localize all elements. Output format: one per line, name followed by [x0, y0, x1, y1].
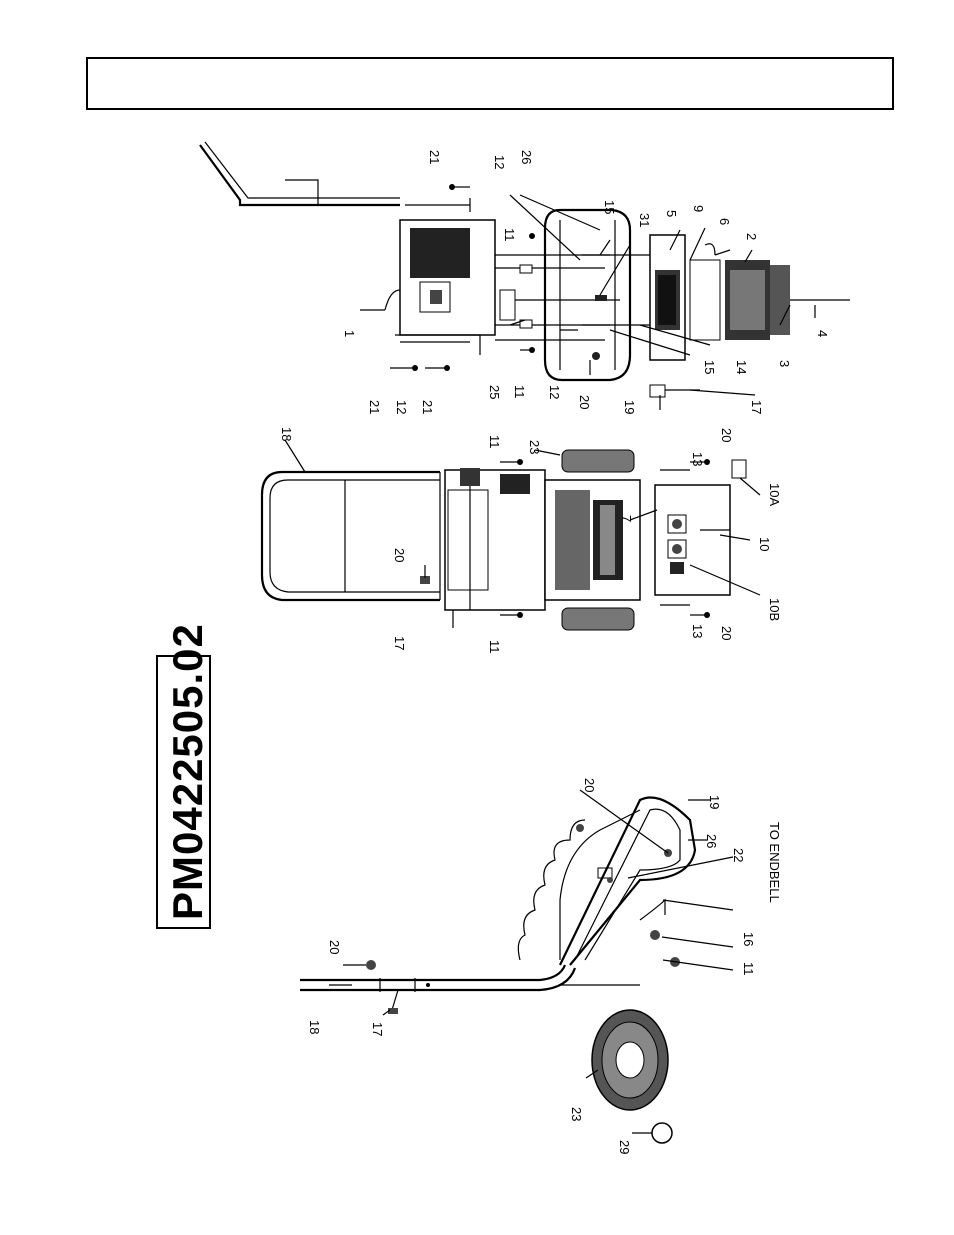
label-23m: 23: [527, 440, 542, 454]
label-6: 6: [717, 218, 732, 225]
label-23: 23: [569, 1107, 584, 1121]
label-17m: 17: [392, 636, 407, 650]
label-3: 3: [777, 360, 792, 367]
label-9: 9: [691, 205, 706, 212]
model-number: PM0422505.02: [164, 623, 211, 920]
wheel-left: [591, 1009, 669, 1111]
label-20a: 20: [582, 778, 597, 792]
label-10a: 10A: [767, 483, 782, 506]
label-19r: 19: [622, 400, 637, 414]
label-12r-top: 12: [492, 155, 507, 169]
middle-view-assembly: [260, 439, 761, 631]
label-21r-b: 21: [420, 400, 435, 414]
header-box: [86, 57, 894, 110]
label-2: 2: [744, 233, 759, 240]
label-17: 17: [370, 1022, 385, 1036]
label-20m-bottom: 20: [719, 626, 734, 640]
label-13m-top: 13: [690, 452, 705, 466]
label-20m-mid: 20: [392, 548, 407, 562]
label-18: 18: [307, 1020, 322, 1034]
label-20m-top: 20: [719, 428, 734, 442]
label-26r: 26: [519, 150, 534, 164]
label-13m-bottom: 13: [690, 624, 705, 638]
label-4: 4: [815, 330, 830, 337]
label-12r-a: 12: [394, 400, 409, 414]
label-16: 16: [741, 932, 756, 946]
label-14: 14: [734, 360, 749, 374]
label-20b: 20: [327, 940, 342, 954]
label-15r-top: 15: [602, 200, 617, 214]
label-10b: 10B: [767, 598, 782, 621]
label-11r-top: 11: [502, 228, 517, 242]
label-21r-top: 21: [427, 150, 442, 164]
label-15r-b: 15: [702, 360, 717, 374]
label-26: 26: [704, 834, 719, 848]
note-to-endbell: TO ENDBELL: [767, 822, 782, 903]
label-10: 10: [757, 537, 772, 551]
label-29: 29: [617, 1140, 632, 1154]
label-1: 1: [342, 330, 357, 337]
label-11r-b: 11: [512, 385, 527, 399]
label-22: 22: [731, 848, 746, 862]
left-view-labels: 20 26 19 22 16 11 20 18 17 23 29 TO ENDB…: [307, 778, 782, 1154]
label-5: 5: [664, 210, 679, 217]
right-view-exploded: [199, 141, 850, 410]
right-view-labels: 21 12 26 15 31 5 9 6 2 11 1 21 12 21 25 …: [342, 150, 830, 414]
model-number-box: PM0422505.02: [156, 623, 211, 929]
label-11: 11: [741, 962, 756, 976]
label-17r: 17: [749, 400, 764, 414]
label-25: 25: [487, 385, 502, 399]
middle-view-labels: 18 11 23 13 20 7 10A 10 10B 13 20 11 17 …: [279, 427, 782, 654]
label-11m-bottom: 11: [487, 640, 502, 654]
label-12r-b: 12: [547, 385, 562, 399]
label-19: 19: [707, 795, 722, 809]
left-view-frame: [300, 789, 734, 1144]
label-20r: 20: [577, 395, 592, 409]
label-11m-top: 11: [487, 435, 502, 449]
label-31: 31: [637, 213, 652, 227]
label-21r-a: 21: [367, 400, 382, 414]
label-7: 7: [619, 515, 634, 522]
label-18m: 18: [279, 427, 294, 441]
